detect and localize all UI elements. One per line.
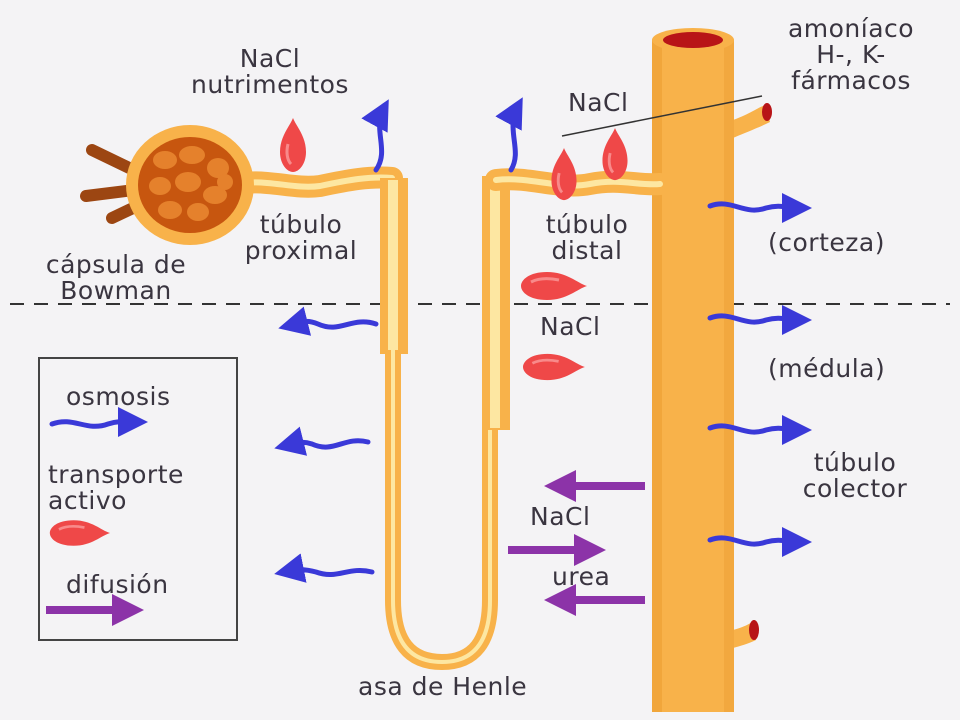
- osmosis-arrow: [495, 97, 523, 173]
- legend-diffusion-label: difusión: [66, 570, 169, 599]
- label-medula: (médula): [768, 354, 886, 383]
- osmosis-arrow: [707, 192, 812, 223]
- active-transport-drop: [278, 118, 308, 174]
- collecting-duct: [652, 28, 772, 712]
- osmosis-arrow: [707, 304, 812, 335]
- label-nacl-mid: NaCl: [540, 312, 601, 341]
- label-nacl-top: NaCl: [568, 88, 629, 117]
- nephron-tubule: [217, 166, 671, 671]
- label-corteza: (corteza): [768, 228, 885, 257]
- label-asa-henle: asa de Henle: [358, 672, 528, 701]
- bowman-capsule: [80, 125, 254, 245]
- legend: [38, 357, 238, 641]
- active-transport-drop: [519, 270, 588, 302]
- label-nacl-low: NaCl: [530, 502, 591, 531]
- label-urea: urea: [552, 562, 611, 591]
- osmosis-arrow: [361, 99, 389, 173]
- legend-osmosis-icon: [49, 406, 148, 437]
- osmosis-arrow: [707, 526, 812, 557]
- osmosis-arrow: [274, 553, 375, 583]
- legend-osmosis-label: osmosis: [66, 382, 171, 411]
- osmosis-arrow: [278, 306, 379, 336]
- active-transport-drop: [521, 352, 586, 382]
- active-transport-drop: [600, 128, 630, 182]
- active-transport-drop: [549, 148, 579, 202]
- osmosis-arrow: [707, 414, 812, 445]
- osmosis-arrow: [274, 426, 371, 456]
- leader-line: [561, 95, 763, 137]
